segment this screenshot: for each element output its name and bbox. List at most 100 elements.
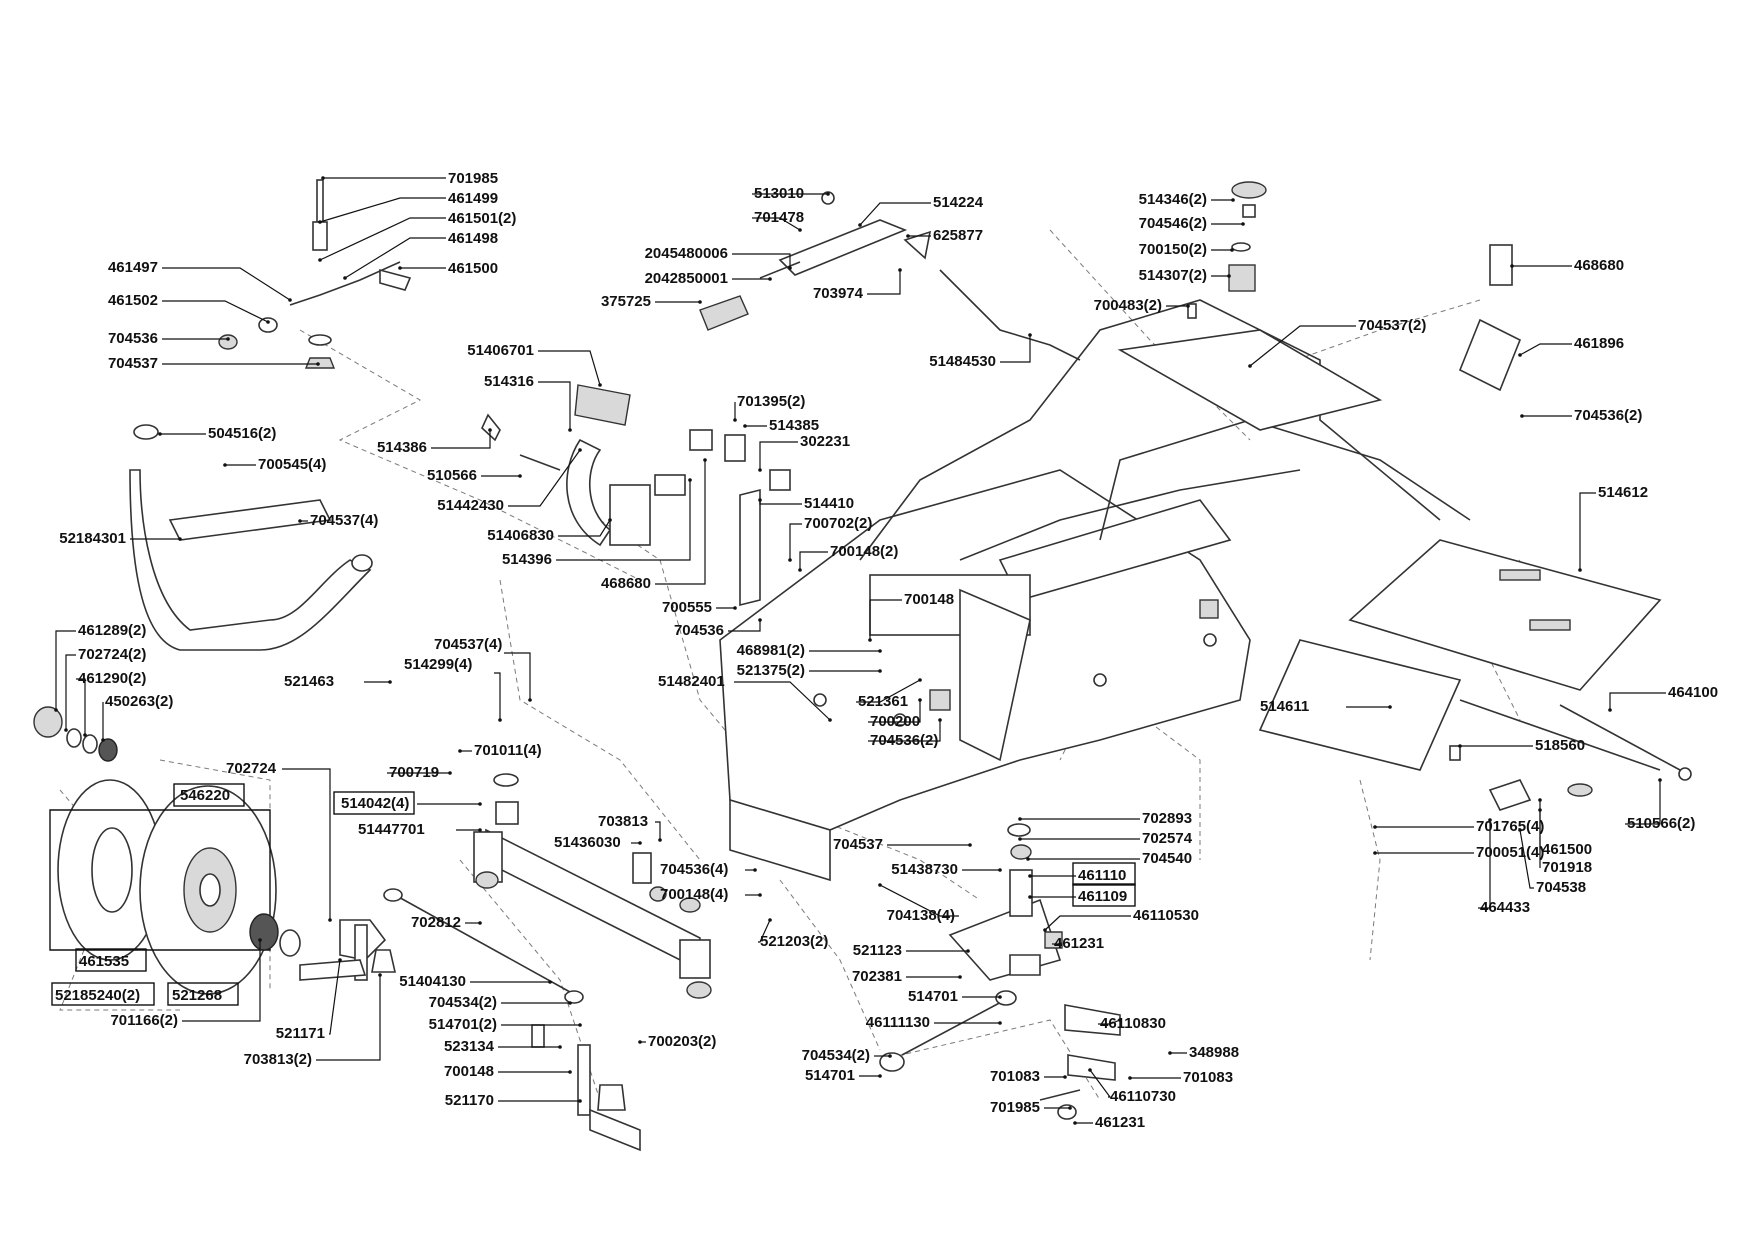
leader-end-dot: [768, 918, 772, 922]
leader-end-dot: [578, 448, 582, 452]
leader-end-dot: [758, 468, 762, 472]
pedal-assembly: [481, 384, 791, 607]
leader-end-dot: [1248, 364, 1252, 368]
part-label: 461497: [108, 259, 158, 276]
leader-line: [76, 678, 86, 735]
part-label: 704537: [833, 836, 883, 853]
part-label: 701985: [448, 170, 498, 187]
part-label: 461231: [1054, 935, 1104, 952]
part-label: 461500: [448, 260, 498, 277]
chassis-frame: [719, 299, 1471, 882]
wheel-cluster: [33, 706, 301, 995]
leader-end-dot: [316, 362, 320, 366]
leader-line: [732, 253, 791, 268]
leader-end-dot: [1227, 274, 1231, 278]
leader-end-dot: [558, 1045, 562, 1049]
part-label: 700200: [870, 713, 920, 730]
leader-end-dot: [688, 478, 692, 482]
part-label: 461109: [1078, 888, 1127, 905]
part-label: 700203(2): [648, 1033, 716, 1050]
part-label: 514611: [1260, 698, 1309, 715]
leader-end-dot: [878, 649, 882, 653]
part-label: 700483(2): [1094, 297, 1162, 314]
part-label: 702724: [226, 760, 277, 777]
leader-end-dot: [448, 771, 452, 775]
leader-end-dot: [788, 558, 792, 562]
part-labels: 701985 461499 461501(2) 461498 461497 46…: [55, 170, 1718, 1131]
part-label: 701166(2): [110, 1012, 178, 1029]
leader-end-dot: [398, 266, 402, 270]
leader-line: [758, 919, 771, 943]
leader-end-dot: [1028, 874, 1032, 878]
part-label: 704537: [108, 355, 158, 372]
part-label: 704138(4): [887, 907, 955, 924]
leader-line: [655, 821, 661, 840]
leader-end-dot: [378, 973, 382, 977]
leader-end-dot: [1018, 837, 1022, 841]
part-label: 51406701: [467, 342, 534, 359]
leader-line: [162, 267, 291, 301]
leader-end-dot: [798, 228, 802, 232]
leader-line: [538, 350, 601, 386]
leader-line: [856, 679, 921, 703]
leader-end-dot: [458, 749, 462, 753]
leader-end-dot: [101, 738, 105, 742]
leader-line: [859, 202, 931, 226]
leader-line: [319, 217, 446, 261]
part-label: 51484530: [929, 353, 996, 370]
part-label: 514299(4): [404, 656, 472, 673]
part-label: 701083: [1183, 1069, 1233, 1086]
leader-end-dot: [298, 519, 302, 523]
leader-line: [1098, 1019, 1121, 1025]
part-label: 704536(4): [660, 861, 728, 878]
part-label: 514410: [804, 495, 854, 512]
part-label: 464433: [1480, 899, 1530, 916]
leader-end-dot: [828, 718, 832, 722]
part-label: 52185240(2): [55, 987, 140, 1004]
part-label: 514385: [769, 417, 819, 434]
leader-line: [431, 430, 491, 449]
part-label: 704536: [674, 622, 724, 639]
leader-end-dot: [733, 606, 737, 610]
leader-end-dot: [1063, 1075, 1067, 1079]
part-label: 513010: [754, 185, 804, 202]
leader-end-dot: [998, 868, 1002, 872]
part-label: 700148: [904, 591, 954, 608]
part-label: 700719: [389, 764, 439, 781]
leader-line: [508, 449, 581, 507]
part-label: 514346(2): [1139, 191, 1207, 208]
part-label: 461231: [1095, 1114, 1145, 1131]
leader-end-dot: [1658, 778, 1662, 782]
leader-line: [789, 523, 802, 560]
part-label: 703813: [598, 813, 648, 830]
leader-line: [1519, 343, 1572, 356]
part-label: 375725: [601, 293, 651, 310]
part-label: 521171: [276, 1025, 325, 1042]
part-label: 701765(4): [1476, 818, 1544, 835]
part-label: 546220: [180, 787, 230, 804]
leader-end-dot: [878, 1074, 882, 1078]
leader-line: [1000, 335, 1031, 363]
leader-line: [868, 720, 941, 742]
leader-line: [734, 681, 831, 721]
leader-end-dot: [64, 728, 68, 732]
part-label: 2042850001: [645, 270, 728, 287]
leader-end-dot: [918, 678, 922, 682]
leader-end-dot: [1118, 1018, 1122, 1022]
leader-end-dot: [258, 938, 262, 942]
leader-end-dot: [658, 838, 662, 842]
leader-line: [282, 768, 331, 920]
part-label: 510566: [427, 467, 477, 484]
leader-end-dot: [1028, 333, 1032, 337]
leader-end-dot: [598, 383, 602, 387]
part-label: 701985: [990, 1099, 1040, 1116]
leader-end-dot: [1073, 1121, 1077, 1125]
part-label: 51404130: [399, 973, 466, 990]
part-label: 704537(4): [310, 512, 378, 529]
leader-end-dot: [568, 428, 572, 432]
rod-464100: [1449, 704, 1692, 781]
part-label: 700702(2): [804, 515, 872, 532]
part-label: 514701: [908, 988, 958, 1005]
leader-end-dot: [478, 921, 482, 925]
